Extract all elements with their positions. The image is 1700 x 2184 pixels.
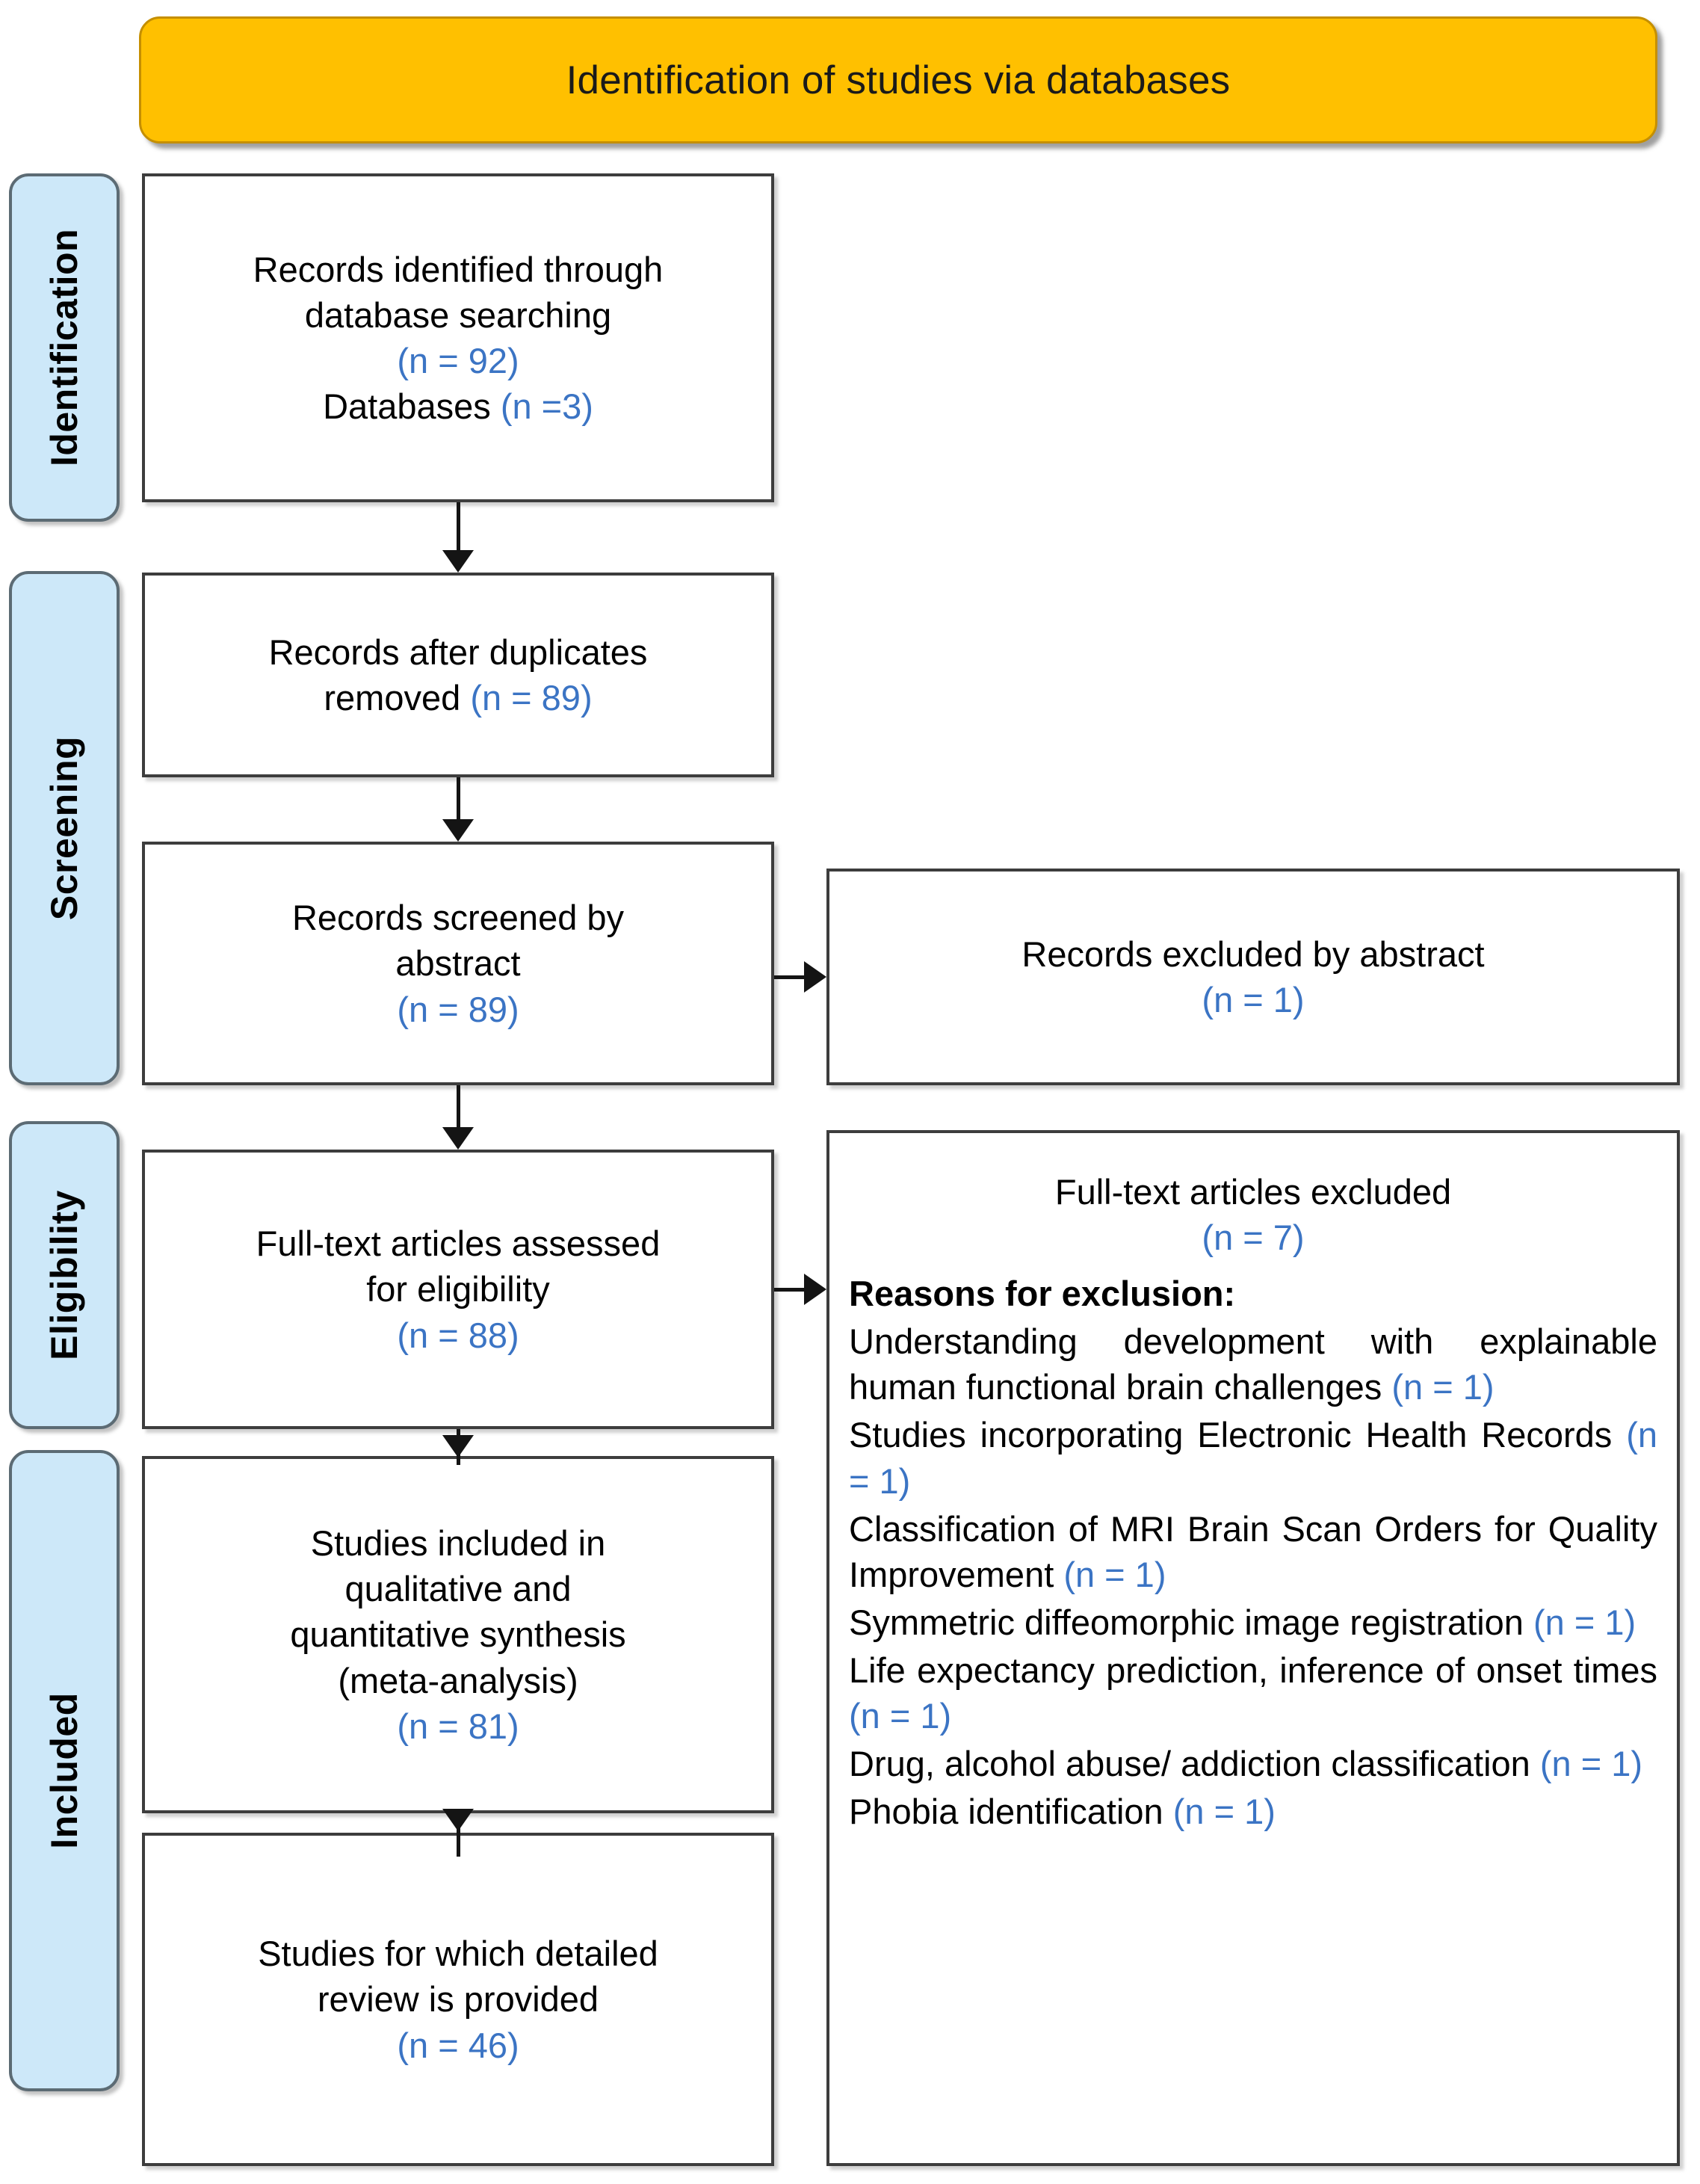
exclusion-reason-count: (n = 1): [1172, 1792, 1276, 1832]
connector-arrow-fulltext-to-excluded: [804, 1274, 826, 1305]
exclusion-reason-count: (n = 1): [1533, 1602, 1636, 1642]
flow-box-records-screened: Records screened by abstract (n = 89): [142, 842, 774, 1085]
box-line: for eligibility: [366, 1269, 550, 1310]
stage-label-text: Included: [43, 1692, 85, 1849]
connector-arrow-dedup-to-screened: [442, 819, 474, 842]
flow-box-records-excluded-abstract: Records excluded by abstract (n = 1): [826, 869, 1680, 1085]
box-line: Records excluded by abstract: [1021, 934, 1485, 974]
exclusion-reason-item: Phobia identification (n = 1): [849, 1789, 1657, 1834]
box-count: (n =3): [500, 386, 593, 427]
box-count: (n = 1): [1202, 980, 1305, 1019]
flow-box-records-identified: Records identified through database sear…: [142, 173, 774, 502]
exclusion-reason-count: (n = 1): [1391, 1367, 1495, 1407]
box-line: Records screened by: [291, 898, 625, 938]
box-count: (n = 81): [397, 1706, 519, 1746]
box-line: Records after duplicates: [268, 632, 648, 672]
box-count: (n = 88): [397, 1315, 519, 1355]
box-line: quantitative synthesis: [290, 1614, 626, 1655]
exclusion-reason-text: Understanding development with explainab…: [849, 1321, 1657, 1407]
exclusion-reason-text: Symmetric diffeomorphic image registrati…: [849, 1602, 1533, 1642]
exclusion-reason-item: Understanding development with explainab…: [849, 1318, 1657, 1410]
exclusion-reason-item: Classification of MRI Brain Scan Orders …: [849, 1506, 1657, 1597]
flow-box-records-after-duplicates: Records after duplicates removed (n = 89…: [142, 573, 774, 777]
exclusion-reason-text: Classification of MRI Brain Scan Orders …: [849, 1508, 1657, 1594]
box-line: removed (n = 89): [164, 675, 752, 721]
connector-arrow-fulltext-to-included: [442, 1435, 474, 1457]
stage-label-screening: Screening: [9, 571, 120, 1085]
connector-arrow-screened-to-excluded-abstract: [804, 961, 826, 993]
box-line: Full-text articles excluded: [1054, 1172, 1452, 1212]
connector-line-screened-to-excluded-abstract: [774, 975, 806, 979]
box-line: Databases (n =3): [164, 383, 752, 429]
flow-box-studies-included-synthesis: Studies included in qualitative and quan…: [142, 1456, 774, 1813]
box-line: Studies for which detailed: [258, 1934, 658, 1974]
stage-label-included: Included: [9, 1450, 120, 2091]
box-line: (meta-analysis): [338, 1660, 578, 1700]
box-line-text: Databases: [323, 386, 501, 427]
box-line: abstract: [395, 943, 521, 984]
exclusion-reason-item: Studies incorporating Electronic Health …: [849, 1412, 1657, 1503]
stage-label-text: Screening: [43, 735, 85, 921]
connector-arrow-screened-to-fulltext: [442, 1127, 474, 1150]
box-count: (n = 7): [1202, 1218, 1305, 1258]
stage-label-text: Identification: [43, 228, 85, 467]
connector-line-identified-to-dedup: [457, 502, 460, 552]
exclusion-reason-item: Life expectancy prediction, inference of…: [849, 1647, 1657, 1739]
stage-label-identification: Identification: [9, 173, 120, 522]
box-line: qualitative and: [344, 1569, 572, 1609]
flow-box-fulltext-excluded: Full-text articles excluded (n = 7) Reas…: [826, 1130, 1680, 2166]
exclusion-reason-count: (n = 1): [1063, 1554, 1166, 1594]
exclusion-reason-count: (n = 1): [1539, 1744, 1643, 1784]
exclusion-reason-count: (n = 1): [849, 1415, 1657, 1501]
stage-label-text: Eligibility: [43, 1190, 85, 1360]
box-line-text: removed: [324, 678, 471, 718]
diagram-title-label: Identification of studies via databases: [566, 58, 1231, 102]
connector-line-included-to-detailed: [457, 1813, 460, 1857]
box-line: Full-text articles assessed: [256, 1224, 661, 1264]
box-line: review is provided: [317, 1979, 599, 2020]
box-count: (n = 89): [397, 989, 519, 1029]
box-line: Records identified through: [253, 249, 664, 289]
diagram-title-banner: Identification of studies via databases: [139, 16, 1657, 144]
connector-line-fulltext-to-excluded: [774, 1288, 806, 1292]
exclusion-reason-text: Phobia identification: [849, 1792, 1173, 1832]
exclusion-reason-count: (n = 1): [849, 1696, 952, 1736]
box-count: (n = 92): [397, 341, 519, 380]
stage-label-eligibility: Eligibility: [9, 1121, 120, 1429]
exclusion-reason-text: Life expectancy prediction, inference of…: [849, 1650, 1657, 1690]
excluded-heading: Full-text articles excluded (n = 7): [849, 1169, 1657, 1260]
exclusion-reason-item: Symmetric diffeomorphic image registrati…: [849, 1600, 1657, 1645]
box-line: database searching: [304, 294, 612, 335]
box-count: (n = 89): [470, 678, 593, 718]
flow-box-studies-detailed-review: Studies for which detailed review is pro…: [142, 1833, 774, 2166]
box-count: (n = 46): [397, 2025, 519, 2065]
connector-line-dedup-to-screened: [457, 777, 460, 821]
box-line: Studies included in: [310, 1523, 606, 1564]
exclusion-reason-text: Drug, alcohol abuse/ addiction classific…: [849, 1744, 1540, 1784]
flow-box-fulltext-assessed: Full-text articles assessed for eligibil…: [142, 1150, 774, 1429]
reasons-for-exclusion-title: Reasons for exclusion:: [849, 1274, 1236, 1314]
exclusion-reason-text: Studies incorporating Electronic Health …: [849, 1415, 1627, 1455]
connector-line-screened-to-fulltext: [457, 1085, 460, 1129]
connector-arrow-identified-to-dedup: [442, 550, 474, 573]
connector-arrow-included-to-detailed: [442, 1809, 474, 1831]
exclusion-reason-item: Drug, alcohol abuse/ addiction classific…: [849, 1741, 1657, 1786]
